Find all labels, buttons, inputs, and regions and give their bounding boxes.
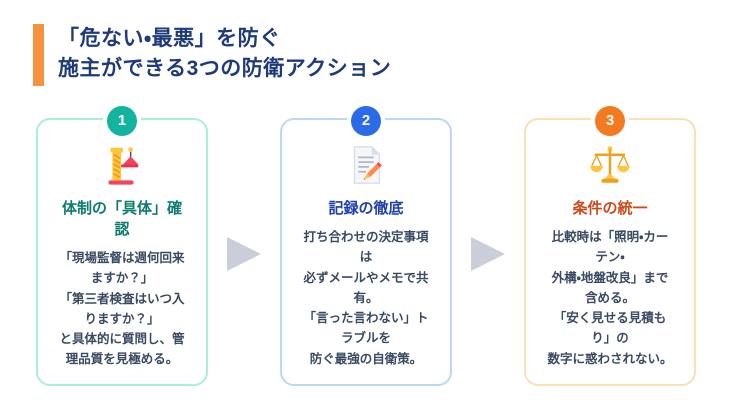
step-1-description: 「現場監督は週何回来 ますか？」 「第三者検査はいつ入 りますか？」 と具体的に… — [59, 251, 185, 367]
construction-crane-icon — [48, 142, 196, 190]
header: 「危ない・最悪」を防ぐ 施主ができる3つの防衛アクション — [33, 24, 391, 86]
right-arrow-icon — [471, 237, 505, 271]
title-accent-bar — [33, 24, 44, 86]
balance-scale-icon — [536, 142, 684, 190]
steps-row: 1 体制の「具体」確 認 「現場監督は週何回来 ますか？」 「第三者検査はいつ入… — [36, 106, 696, 386]
step-2-number-badge: 2 — [351, 106, 381, 136]
step-3-number-badge: 3 — [595, 106, 625, 136]
step-1-number-badge: 1 — [107, 106, 137, 136]
page-title: 「危ない・最悪」を防ぐ 施主ができる3つの防衛アクション — [58, 27, 392, 81]
card-step-3: 3 条件の統一 比較時は「照明・カー テン・ 外構・地盤改良」まで 含める。 「… — [524, 106, 696, 386]
step-3-description: 比較時は「照明・カー テン・ 外構・地盤改良」まで 含める。 「安く見せる見積も… — [547, 230, 673, 366]
right-arrow-icon — [227, 237, 261, 271]
card-step-2: 2 記録の徹底 打ち合わせの決定事項 は 必ずメールやメモで共 有。 「言った言… — [280, 106, 452, 386]
memo-pencil-icon — [292, 142, 440, 190]
step-1-title: 体制の「具体」確 認 — [61, 200, 182, 238]
step-2-description: 打ち合わせの決定事項 は 必ずメールやメモで共 有。 「言った言わない」ト ラブ… — [303, 230, 429, 366]
card-step-1: 1 体制の「具体」確 認 「現場監督は週何回来 ますか？」 「第三者検査はいつ入… — [36, 106, 208, 386]
step-3-title: 条件の統一 — [572, 200, 648, 217]
step-2-title: 記録の徹底 — [328, 200, 404, 217]
